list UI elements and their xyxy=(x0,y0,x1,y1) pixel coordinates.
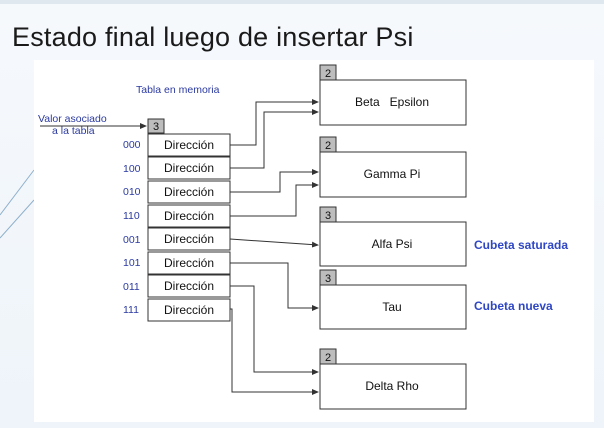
directory-row: 100 Dirección xyxy=(123,156,231,180)
bucket: 2 Beta Epsilon xyxy=(319,64,467,126)
pointer-111 xyxy=(230,308,319,395)
local-depth-value: 2 xyxy=(325,140,331,152)
pointer-110 xyxy=(230,182,319,217)
pointer-011 xyxy=(230,285,319,375)
bucket-note-new: Cubeta nueva xyxy=(474,299,553,313)
row-key: 011 xyxy=(123,281,140,293)
bucket-box xyxy=(319,284,467,330)
table-label: Tabla en memoria xyxy=(136,84,220,96)
directory-cell-text: Dirección xyxy=(164,232,214,246)
row-key: 010 xyxy=(123,186,141,198)
directory-row: 000 Dirección xyxy=(123,133,231,157)
directory-cell-text: Dirección xyxy=(164,209,214,223)
row-key: 100 xyxy=(123,163,141,175)
bucket: 3 Alfa Psi Cubeta saturada xyxy=(319,206,568,267)
directory-cell-text: Dirección xyxy=(164,279,214,293)
bucket-box xyxy=(319,221,467,267)
directory-cell xyxy=(147,298,231,322)
assoc-value-label-line2: a la tabla xyxy=(52,125,95,137)
bucket-box xyxy=(319,151,467,198)
bucket-box xyxy=(319,79,467,126)
directory-cell-text: Dirección xyxy=(164,303,214,317)
directory-row: 010 Dirección xyxy=(123,180,231,204)
row-key: 001 xyxy=(123,234,141,246)
row-key: 110 xyxy=(123,210,140,222)
directory-row: 001 Dirección xyxy=(123,227,231,251)
local-depth-value: 2 xyxy=(325,68,331,80)
bucket-content: Tau xyxy=(382,300,401,314)
local-depth-value: 2 xyxy=(325,352,331,364)
bucket-note-saturated: Cubeta saturada xyxy=(474,238,568,252)
directory-cell-text: Dirección xyxy=(164,256,214,270)
bucket-box xyxy=(319,363,467,410)
bucket-content: Alfa Psi xyxy=(372,237,413,251)
directory-cell-text: Dirección xyxy=(164,185,214,199)
bucket: 2 Gamma Pi xyxy=(319,136,467,198)
assoc-value-label-line1: Valor asociado xyxy=(38,113,107,125)
directory-cell-text: Dirección xyxy=(164,138,214,152)
local-depth-value: 3 xyxy=(325,273,331,285)
pointer-010 xyxy=(230,169,319,193)
global-depth-box xyxy=(147,118,165,134)
directory-row: 011 Dirección xyxy=(123,274,231,298)
extendible-hashing-diagram: Tabla en memoria Valor asociado a la tab… xyxy=(38,64,568,410)
pointer-001 xyxy=(229,238,319,248)
row-key: 111 xyxy=(123,304,139,316)
diagram-panel: Tabla en memoria Valor asociado a la tab… xyxy=(34,60,594,422)
pointer-101 xyxy=(230,262,319,311)
local-depth-value: 3 xyxy=(325,210,331,222)
directory-row: 101 Dirección xyxy=(123,251,231,275)
bucket: 3 Tau Cubeta nueva xyxy=(319,269,553,330)
slide-title: Estado final luego de insertar Psi xyxy=(12,22,414,52)
directory-cell-text: Dirección xyxy=(164,161,214,175)
row-key: 101 xyxy=(123,257,141,269)
directory-row: 111 Dirección xyxy=(123,298,231,322)
bucket-content: Beta Epsilon xyxy=(355,95,429,109)
pointer-100 xyxy=(230,109,319,169)
bucket-content: Gamma Pi xyxy=(364,167,421,181)
global-depth-value: 3 xyxy=(153,121,159,133)
bucket-content: Delta Rho xyxy=(365,379,419,393)
slide-top-bar xyxy=(0,0,604,4)
pointer-000 xyxy=(230,99,319,146)
bucket: 2 Delta Rho xyxy=(319,348,467,410)
directory-row: 110 Dirección xyxy=(123,204,231,228)
decorative-lines xyxy=(0,169,35,239)
row-key: 000 xyxy=(123,139,141,151)
